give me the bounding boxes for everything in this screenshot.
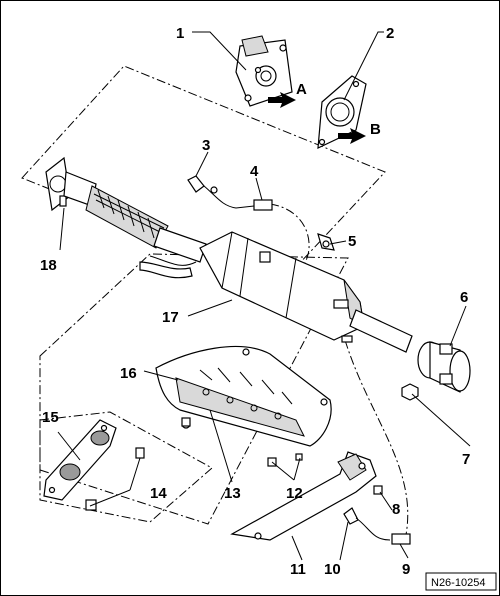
part-11-support-bracket — [230, 451, 377, 541]
leader-lines — [57, 31, 471, 561]
arrow-label-a: A — [296, 81, 307, 98]
callout-9: 9 — [402, 561, 410, 578]
callout-12: 12 — [286, 485, 303, 502]
part-12-bolts — [267, 453, 303, 467]
callout-11: 11 — [290, 561, 306, 578]
part-1-gasket-bracket — [235, 35, 293, 107]
callout-6: 6 — [460, 289, 468, 306]
arrow-label-b: B — [370, 121, 381, 138]
front-pipe-flex — [63, 171, 207, 279]
callout-10: 10 — [324, 561, 341, 578]
callout-15: 15 — [42, 409, 59, 426]
part-16-bolt — [181, 417, 191, 427]
callout-5: 5 — [348, 233, 356, 250]
group-outline-bracket — [39, 411, 213, 523]
part-3-4-sensor — [187, 175, 273, 211]
arrow-b — [338, 128, 366, 144]
callout-3: 3 — [202, 137, 210, 154]
part-13-heat-shield — [155, 345, 332, 447]
callout-2: 2 — [386, 25, 394, 42]
callout-14: 14 — [150, 485, 167, 502]
arrow-a — [268, 92, 296, 108]
callout-17: 17 — [162, 309, 179, 326]
callout-1: 1 — [176, 25, 184, 42]
group-outline-upper — [21, 65, 386, 283]
part-8-bolt — [373, 485, 383, 495]
callout-16: 16 — [120, 365, 137, 382]
reference-tag: N26-10254 — [431, 577, 485, 589]
callout-8: 8 — [392, 501, 400, 518]
part-17-particulate-filter — [199, 231, 413, 353]
callout-18: 18 — [40, 257, 57, 274]
part-6-clamping-sleeve — [417, 341, 471, 393]
part-9-10-rear-sensor — [343, 507, 411, 545]
reference-tag-box — [425, 572, 497, 591]
callout-4: 4 — [250, 163, 259, 180]
callout-7: 7 — [462, 451, 470, 468]
part-5-clamp — [317, 233, 335, 251]
callout-13: 13 — [224, 485, 241, 502]
part-18-front-flange — [45, 156, 71, 212]
